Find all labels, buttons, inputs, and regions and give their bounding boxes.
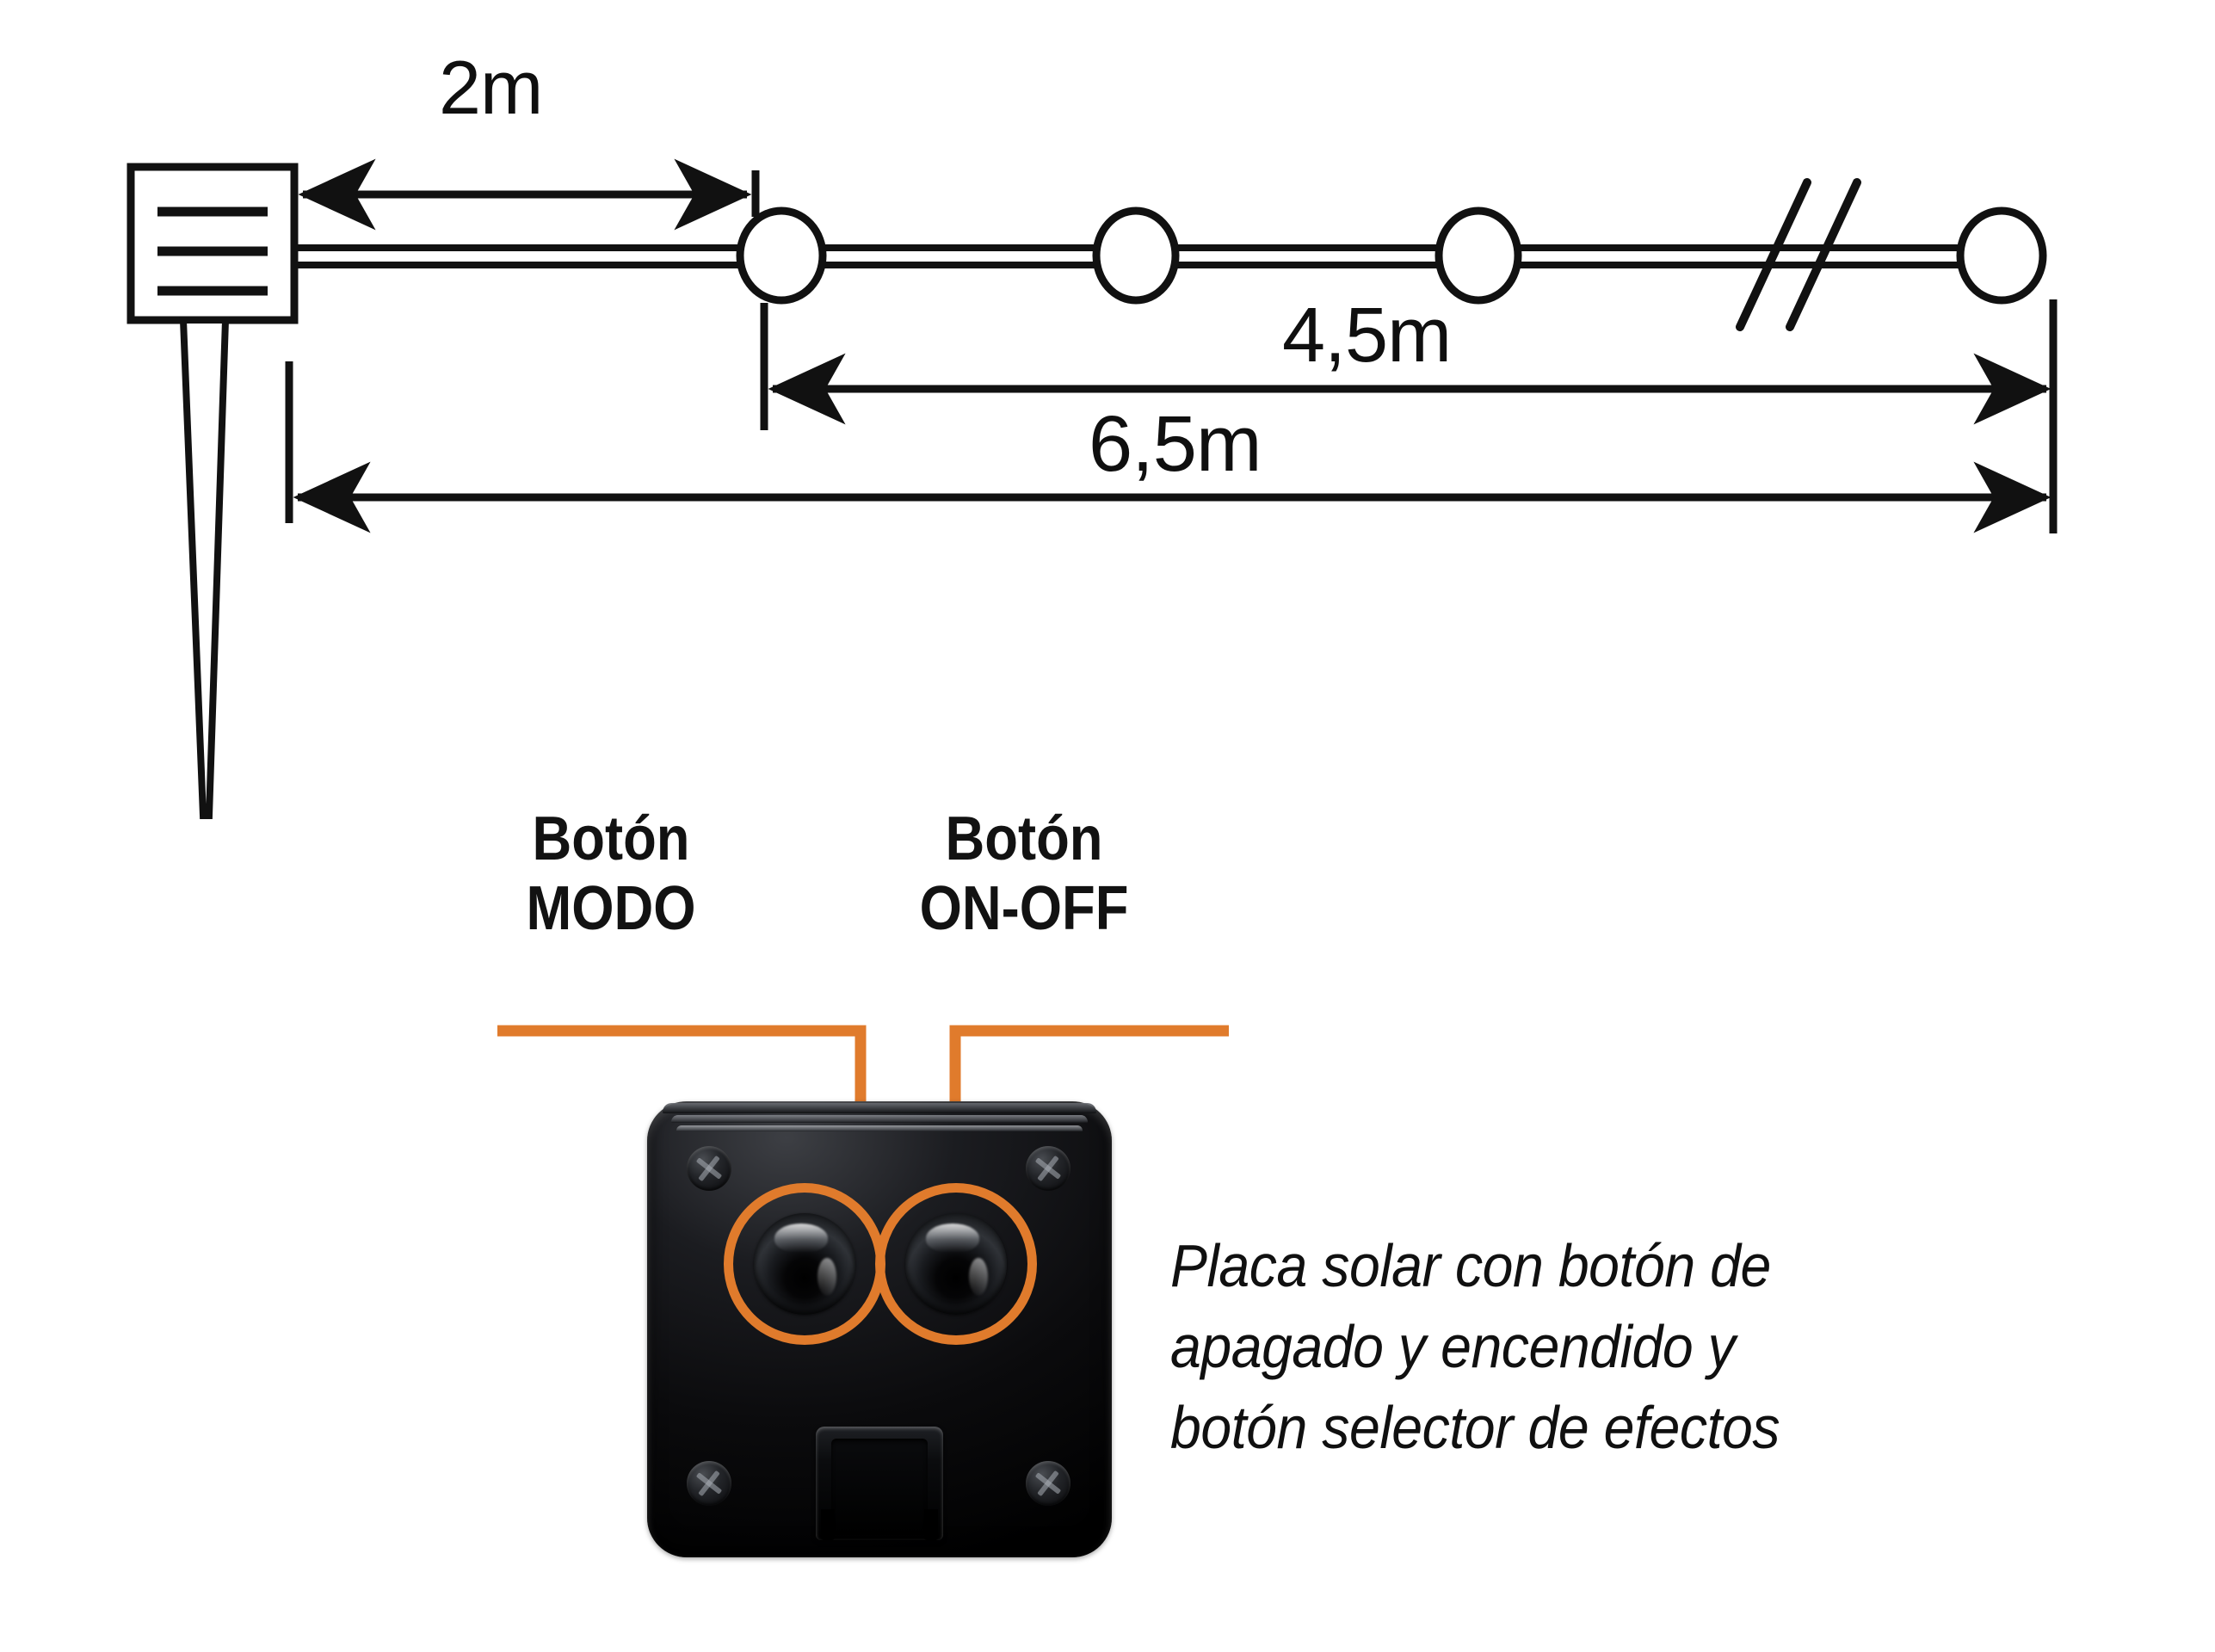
- screw-icon-bottom-right: [1026, 1461, 1070, 1506]
- mounting-tab: [816, 1427, 943, 1540]
- callout-mode-line2: MODO: [526, 873, 696, 943]
- screw-icon-bottom-left: [687, 1461, 731, 1506]
- wire-break-icon: [1736, 178, 1861, 331]
- screw-icon-top-left: [687, 1146, 731, 1191]
- led-bulb: [1956, 206, 2047, 305]
- highlight-ring-mode-button: [724, 1183, 885, 1345]
- dimension-4-5m: [760, 299, 2058, 533]
- callout-label-mode-button: Botón MODO: [482, 804, 739, 943]
- callout-label-onoff-button: Botón ON-OFF: [880, 804, 1168, 943]
- ground-stake-icon: [179, 317, 230, 819]
- callout-onoff-line2: ON-OFF: [919, 873, 1129, 943]
- mounting-tab-leg-right: [924, 1509, 938, 1540]
- dimension-label-2m: 2m: [439, 45, 543, 130]
- dimension-2m: [298, 158, 760, 231]
- device-top-lip-highlight: [663, 1103, 1096, 1113]
- mounting-tab-recess: [831, 1439, 928, 1535]
- dimension-label-4-5m: 4,5m: [1282, 293, 1452, 379]
- caption-line-2: apagado y encendido y: [1170, 1312, 1736, 1380]
- led-bulb: [1092, 206, 1180, 305]
- solar-panel-symbol: [126, 163, 299, 819]
- highlight-ring-onoff-button: [875, 1183, 1037, 1345]
- led-bulb: [1435, 206, 1522, 305]
- led-bulb-group: [736, 206, 2047, 305]
- dimension-label-6-5m: 6,5m: [1089, 400, 1262, 488]
- solar-control-box[interactable]: [647, 1101, 1112, 1557]
- callout-mode-line1: Botón: [532, 804, 690, 873]
- screw-icon-top-right: [1026, 1146, 1070, 1191]
- device-caption: Placa solar con botón de apagado y encen…: [1170, 1226, 1947, 1468]
- caption-line-1: Placa solar con botón de: [1170, 1232, 1771, 1299]
- callout-onoff-line1: Botón: [945, 804, 1103, 873]
- dimension-6-5m: [285, 361, 2051, 533]
- device-top-lip-highlight-3: [676, 1125, 1083, 1131]
- led-bulb: [736, 206, 827, 305]
- device-top-lip-highlight-2: [671, 1115, 1088, 1123]
- mounting-tab-leg-left: [821, 1509, 835, 1540]
- caption-line-3: botón selector de efectos: [1170, 1393, 1780, 1461]
